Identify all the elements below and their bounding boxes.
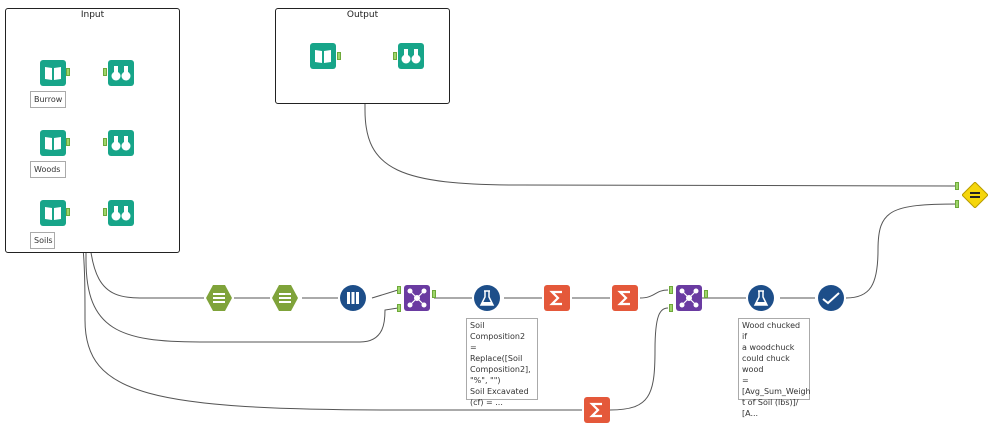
formula-2-annotation: Wood chucked if a woodchuck could chuck … — [738, 318, 811, 418]
formula-tool-2[interactable] — [748, 285, 774, 311]
input-data-burrow-tool[interactable] — [40, 60, 66, 86]
output-anchor[interactable] — [337, 52, 341, 60]
input-anchor[interactable] — [669, 286, 673, 294]
sigma-icon — [612, 285, 638, 311]
output-anchor[interactable] — [66, 138, 70, 146]
join-icon — [404, 285, 430, 311]
input-anchor[interactable] — [103, 208, 107, 216]
book-icon — [40, 130, 66, 156]
input-container[interactable]: Input — [5, 8, 180, 253]
input-data-woods-tool[interactable] — [40, 130, 66, 156]
join-tool-2[interactable] — [676, 285, 702, 311]
input-container-title: Input — [80, 10, 105, 20]
browse-soils-tool[interactable] — [108, 200, 134, 226]
binoculars-icon — [108, 130, 134, 156]
browse-woods-tool[interactable] — [108, 130, 134, 156]
equals-icon — [962, 182, 988, 208]
summarize-tool-3[interactable] — [584, 397, 610, 423]
filter-icon — [206, 285, 232, 311]
output-anchor[interactable] — [66, 68, 70, 76]
book-icon — [40, 60, 66, 86]
filter-tool-2[interactable] — [272, 285, 298, 311]
binoculars-icon — [108, 200, 134, 226]
input-anchor[interactable] — [397, 286, 401, 294]
output-anchor[interactable] — [432, 290, 436, 298]
input-anchor[interactable] — [393, 52, 397, 60]
output-container-title: Output — [346, 10, 379, 20]
test-tool[interactable] — [818, 285, 844, 311]
formula-tool-1[interactable] — [474, 285, 500, 311]
input-data-output-tool[interactable] — [310, 43, 336, 69]
select-tool[interactable] — [340, 285, 366, 311]
soils-label: Soils — [30, 232, 55, 249]
expect-equal-tool[interactable] — [962, 182, 988, 208]
browse-output-tool[interactable] — [398, 43, 424, 69]
binoculars-icon — [108, 60, 134, 86]
select-columns-icon — [340, 285, 366, 311]
output-anchor[interactable] — [66, 208, 70, 216]
join-icon — [676, 285, 702, 311]
flask-icon — [748, 285, 774, 311]
input-anchor[interactable] — [103, 68, 107, 76]
output-anchor[interactable] — [704, 290, 708, 298]
summarize-tool-1[interactable] — [544, 285, 570, 311]
filter-tool-1[interactable] — [206, 285, 232, 311]
input-anchor[interactable] — [397, 304, 401, 312]
sigma-icon — [584, 397, 610, 423]
summarize-tool-2[interactable] — [612, 285, 638, 311]
filter-icon — [272, 285, 298, 311]
woods-label: Woods — [30, 161, 66, 178]
input-anchor[interactable] — [955, 200, 959, 208]
flask-icon — [474, 285, 500, 311]
book-icon — [40, 200, 66, 226]
sigma-icon — [544, 285, 570, 311]
join-tool-1[interactable] — [404, 285, 430, 311]
book-icon — [310, 43, 336, 69]
formula-1-annotation: Soil Composition2 = Replace([Soil Compos… — [466, 318, 538, 407]
input-data-soils-tool[interactable] — [40, 200, 66, 226]
input-anchor[interactable] — [669, 304, 673, 312]
burrow-label: Burrow — [30, 91, 66, 108]
binoculars-icon — [398, 43, 424, 69]
checkmark-icon — [818, 285, 844, 311]
input-anchor[interactable] — [955, 182, 959, 190]
input-anchor[interactable] — [103, 138, 107, 146]
browse-burrow-tool[interactable] — [108, 60, 134, 86]
